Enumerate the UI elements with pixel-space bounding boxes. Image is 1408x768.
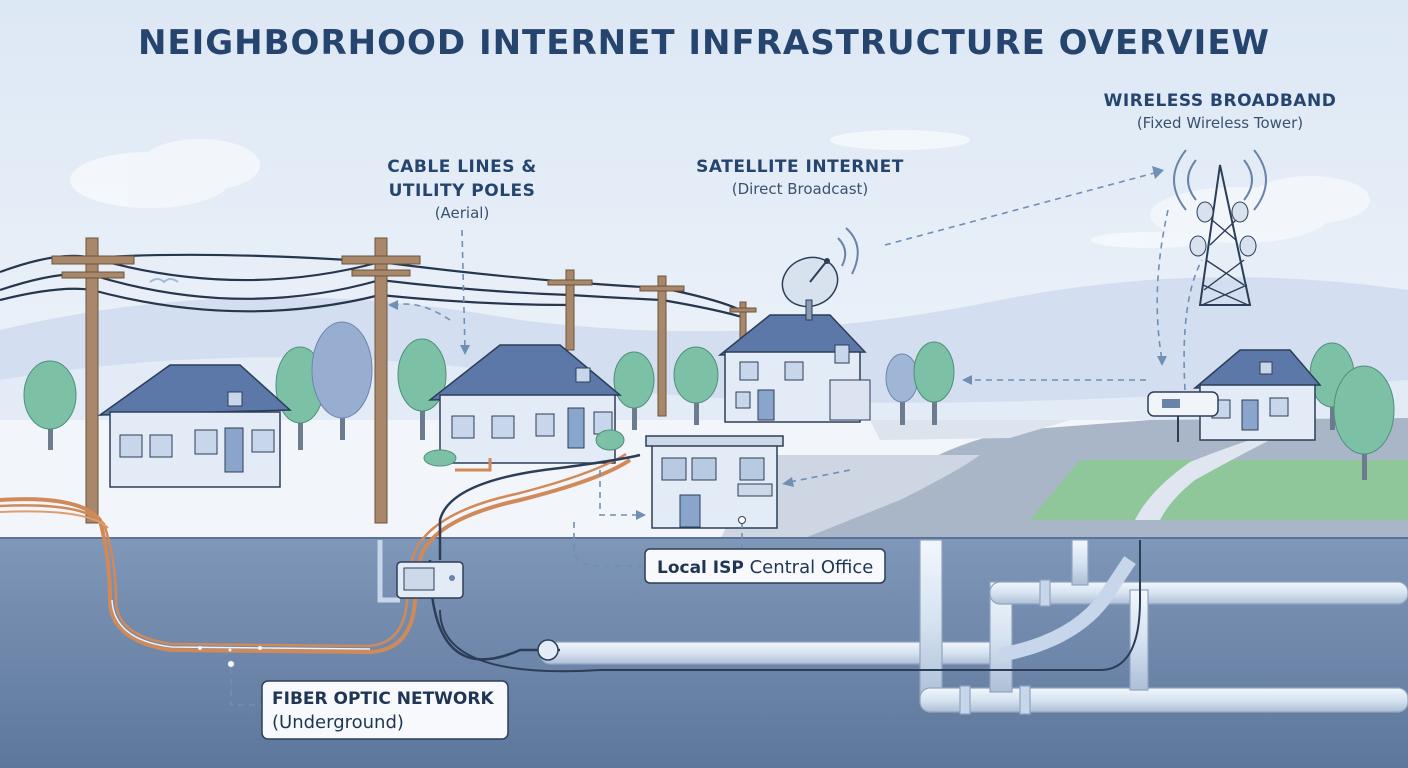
tree-icon [885, 353, 919, 425]
tree-icon [1333, 365, 1395, 480]
tree-icon [397, 338, 447, 440]
label-cable-lines: CABLE LINES & UTILITY POLES (Aerial) [387, 157, 536, 222]
house-icon [423, 344, 625, 467]
wireless-label-sub: (Fixed Wireless Tower) [1137, 114, 1303, 132]
house-icon [1192, 349, 1322, 441]
satellite-dish-icon [781, 227, 859, 321]
underground-pipes [539, 539, 1408, 715]
lawn [1030, 460, 1408, 520]
tree-icon [913, 341, 955, 425]
junction-box-icon [396, 561, 464, 599]
fiber-label-title: FIBER OPTIC NETWORK [272, 689, 494, 709]
utility-pole-icon [547, 269, 593, 351]
cable-label-sub: (Aerial) [435, 204, 490, 222]
utility-pole-icon [639, 275, 685, 417]
fiber-label-sub: (Underground) [272, 712, 404, 733]
satellite-label-title: SATELLITE INTERNET [696, 157, 904, 177]
tree-icon [311, 321, 373, 440]
utility-pole-icon [341, 237, 421, 524]
house-icon [717, 314, 871, 423]
utility-pole-icon [51, 237, 135, 524]
satellite-label-sub: (Direct Broadcast) [732, 180, 869, 198]
isp-label-bold: Local ISP [657, 558, 744, 578]
svg-text:Local ISP Central Office: Local ISP Central Office [657, 557, 873, 578]
drop-cable [377, 453, 1141, 673]
isp-label-rest: Central Office [744, 557, 874, 578]
clouds [70, 130, 1370, 248]
tree-icon [673, 346, 719, 425]
wireless-tower-icon [1173, 149, 1267, 306]
tree-icon [613, 351, 655, 430]
pipe-valve-icon [537, 639, 559, 661]
label-wireless: WIRELESS BROADBAND (Fixed Wireless Tower… [1104, 91, 1337, 132]
wireless-router-icon [1147, 391, 1219, 442]
tree-icon [23, 360, 77, 450]
cable-label-line1: CABLE LINES & [387, 157, 536, 177]
isp-building-icon [645, 435, 784, 529]
fiber-cable [0, 452, 632, 655]
cable-label-line2: UTILITY POLES [389, 181, 536, 201]
isp-callout: Local ISP Central Office [644, 548, 886, 584]
pointer-lines [230, 166, 1203, 706]
wireless-label-title: WIRELESS BROADBAND [1104, 91, 1337, 111]
label-satellite: SATELLITE INTERNET (Direct Broadcast) [696, 157, 904, 198]
page-title: NEIGHBORHOOD INTERNET INFRASTRUCTURE OVE… [138, 23, 1270, 63]
fiber-callout: FIBER OPTIC NETWORK (Underground) [261, 680, 509, 740]
house-icon [97, 364, 292, 488]
